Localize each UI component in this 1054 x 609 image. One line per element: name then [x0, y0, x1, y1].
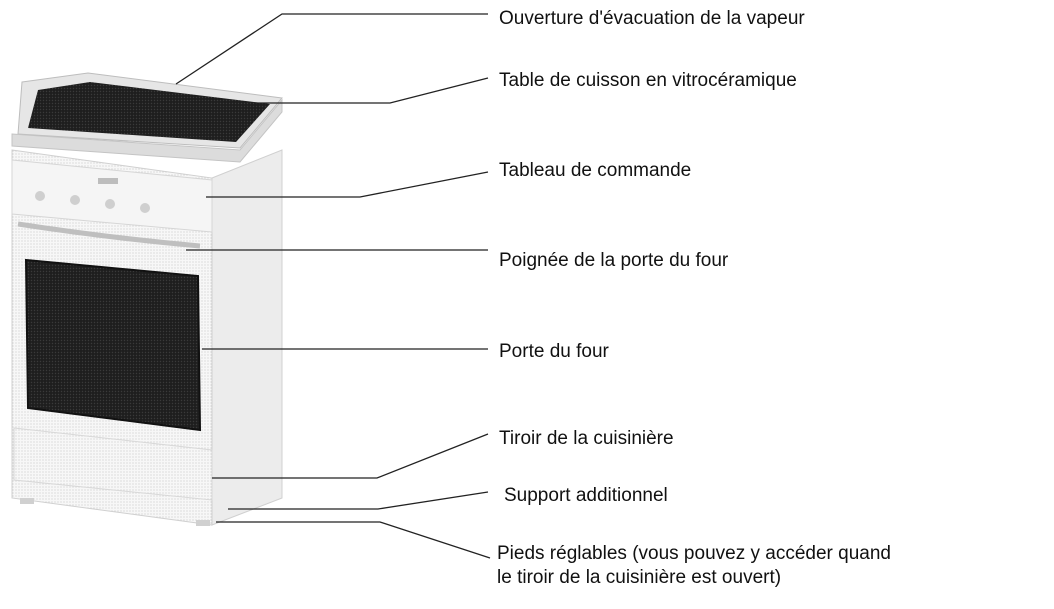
control-panel-shape: [11, 159, 213, 233]
label-ceramic-hob: Table de cuisson en vitrocéramique: [499, 70, 797, 91]
label-oven-door-handle: Poignée de la porte du four: [499, 250, 729, 271]
label-additional-support: Support additionnel: [504, 485, 668, 506]
leader-cooker-drawer: [212, 433, 489, 479]
label-adjustable-feet: Pieds réglables (vous pouvez y accéder q…: [497, 542, 891, 590]
label-oven-door: Porte du four: [499, 341, 609, 362]
control-knob-icon: [105, 199, 115, 209]
leader-adjustable-feet: [216, 521, 491, 559]
control-knob-icon: [140, 203, 150, 213]
label-control-panel: Tableau de commande: [499, 160, 692, 181]
leader-control-panel: [206, 171, 489, 198]
leader-steam-vent: [175, 13, 488, 85]
label-adjustable-feet-line2: le tiroir de la cuisinière est ouvert): [497, 567, 782, 588]
cooker-drawer-shape: [13, 427, 213, 501]
control-knob-icon: [70, 195, 80, 205]
leader-ceramic-hob: [254, 77, 489, 104]
oven-door-window: [24, 258, 202, 432]
ceramic-hob-surface: [11, 72, 283, 163]
control-knob-icon: [35, 191, 45, 201]
adjustable-feet-shape: [20, 498, 210, 526]
label-steam-vent: Ouverture d'évacuation de la vapeur: [499, 8, 805, 29]
label-adjustable-feet-line1: Pieds réglables (vous pouvez y accéder q…: [497, 543, 891, 564]
label-cooker-drawer: Tiroir de la cuisinière: [499, 428, 674, 449]
oven-door-handle-shape: [17, 221, 201, 249]
brand-plate: [98, 178, 118, 184]
leader-lines: [175, 13, 491, 559]
leader-additional-support: [228, 491, 489, 510]
